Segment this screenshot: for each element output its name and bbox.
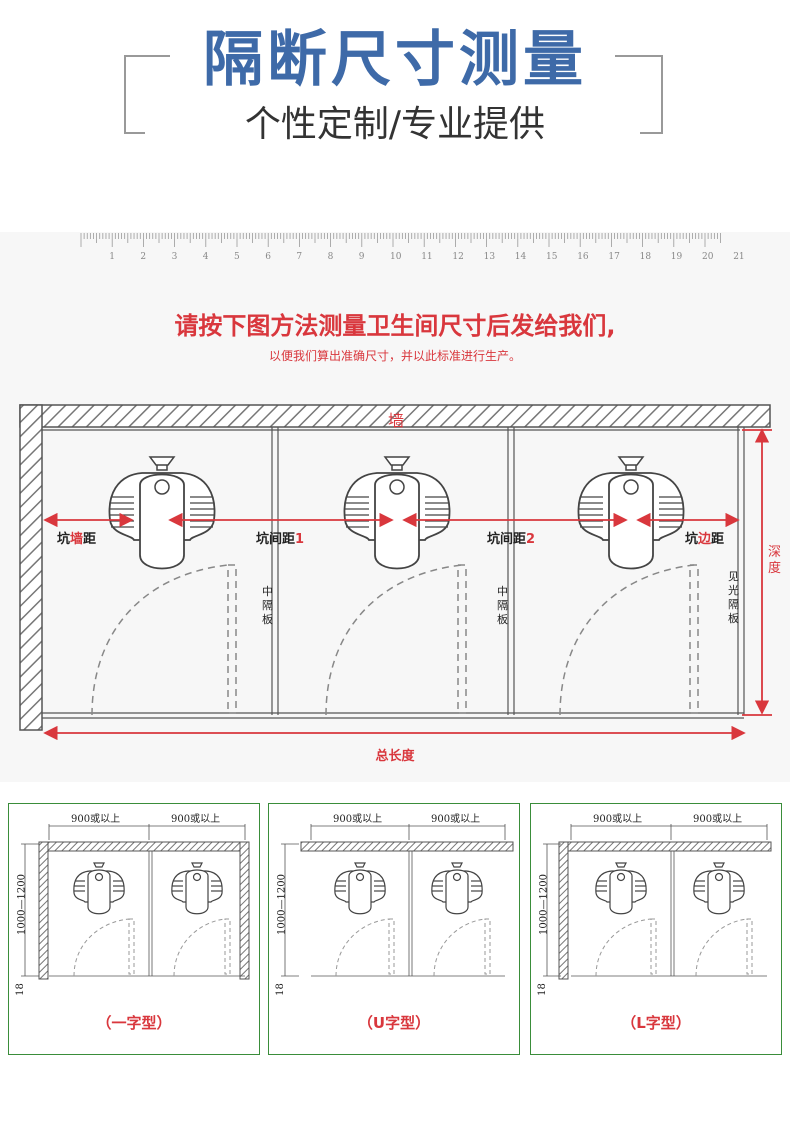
dim-pit-spacing-1-num: 1 <box>295 532 305 547</box>
ruler-number: 20 <box>702 252 714 262</box>
middle-panel-label-1: 中隔板 <box>262 585 273 626</box>
ruler-number: 2 <box>140 252 147 262</box>
dim-width-right: 900或以上 <box>693 814 743 825</box>
layout-diagram <box>543 824 772 980</box>
dim-pit-spacing-1-text: 坑间距 <box>256 532 296 547</box>
dim-width-right: 900或以上 <box>431 814 481 825</box>
ruler-number: 15 <box>546 252 558 262</box>
ruler-number: 14 <box>514 252 527 262</box>
dim-pit-to-wall-red: 墙 <box>70 532 84 547</box>
dim-gap: 18 <box>274 983 286 996</box>
ruler-number: 12 <box>452 252 464 262</box>
total-length-label: 总长度 <box>375 749 415 764</box>
layout-caption: （L字型） <box>621 1014 691 1032</box>
header-brackets <box>124 55 663 134</box>
ruler-number: 9 <box>358 252 365 262</box>
layout-panel-line: 900或以上 900或以上 1000—1200 18 （一字型） <box>8 803 260 1055</box>
ruler-number: 19 <box>670 252 683 262</box>
ruler-number: 8 <box>327 252 334 262</box>
layout-caption: （一字型） <box>96 1014 172 1032</box>
dim-pit-to-wall-prefix: 坑 <box>57 532 71 547</box>
layout-diagram <box>281 824 514 977</box>
ruler-number: 10 <box>390 252 402 262</box>
dim-pit-to-wall-suffix: 距 <box>83 532 97 547</box>
dim-pit-spacing-2-text: 坑间距 <box>487 532 527 547</box>
dim-pit-to-wall: 坑墙距 <box>57 528 96 547</box>
ruler-number: 17 <box>608 252 620 262</box>
dim-width-right: 900或以上 <box>171 814 221 825</box>
dim-width-left: 900或以上 <box>333 814 383 825</box>
ruler-number: 13 <box>483 252 496 262</box>
ruler-number: 16 <box>577 252 589 262</box>
ruler-graphic <box>80 233 721 247</box>
ruler-number: 1 <box>109 252 115 262</box>
wall-label: 墙 <box>388 411 405 430</box>
layout-panel-l: 900或以上 900或以上 1000—1200 18 （L字型） <box>530 803 782 1055</box>
dim-gap: 18 <box>14 983 26 996</box>
dim-width-left: 900或以上 <box>593 814 643 825</box>
dim-depth: 1000—1200 <box>16 874 28 935</box>
dim-pit-spacing-2-num: 2 <box>526 532 536 547</box>
layout-diagram <box>21 824 250 980</box>
dim-pit-to-edge-suffix: 距 <box>711 532 725 547</box>
depth-label: 深度 <box>768 545 782 576</box>
dim-gap: 18 <box>536 983 548 996</box>
instruction-main: 请按下图方法测量卫生间尺寸后发给我们, <box>174 312 616 340</box>
ruler-number: 21 <box>733 252 745 262</box>
dim-pit-to-edge-prefix: 坑 <box>685 532 699 547</box>
dim-width-left: 900或以上 <box>71 814 121 825</box>
dim-pit-spacing-1: 坑间距1 <box>256 528 304 547</box>
layout-caption: （U字型） <box>357 1014 431 1032</box>
visible-panel-label: 见光隔板 <box>728 570 739 625</box>
ruler-number: 6 <box>265 252 271 262</box>
dim-pit-to-edge-red: 边 <box>698 532 712 547</box>
ruler-number: 5 <box>234 252 240 262</box>
page-subtitle: 个性定制/专业提供 <box>244 104 546 145</box>
ruler-number: 11 <box>421 252 433 262</box>
instruction-sub: 以便我们算出准确尺寸，并以此标准进行生产。 <box>268 349 521 363</box>
floor-plan-diagram <box>19 404 772 741</box>
dim-pit-to-edge: 坑边距 <box>685 528 724 547</box>
dim-depth: 1000—1200 <box>538 874 550 935</box>
middle-panel-label-2: 中隔板 <box>497 585 508 626</box>
ruler-number: 7 <box>296 252 303 262</box>
ruler-number: 18 <box>639 252 652 262</box>
dim-depth: 1000—1200 <box>276 874 288 935</box>
page-title: 隔断尺寸测量 <box>203 25 587 95</box>
ruler-number: 3 <box>171 252 178 262</box>
ruler-number: 4 <box>202 252 209 262</box>
dim-pit-spacing-2: 坑间距2 <box>487 528 535 547</box>
layout-panel-u: 900或以上 900或以上 1000—1200 18 （U字型） <box>268 803 520 1055</box>
